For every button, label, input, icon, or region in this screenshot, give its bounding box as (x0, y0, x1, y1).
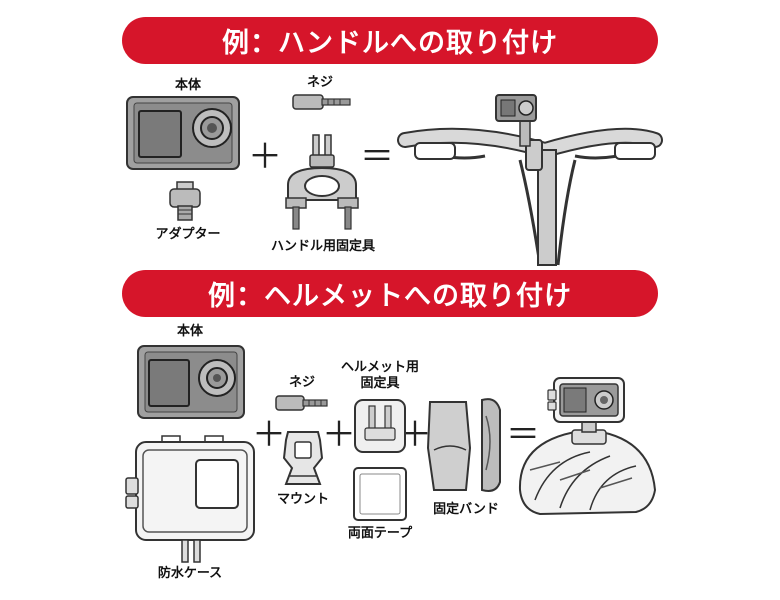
section2-screw-label: ネジ (288, 375, 315, 390)
section1-plus-sign: ＋ (248, 137, 282, 177)
section2-fixing-band-label: 固定バンド (433, 502, 499, 517)
section2-helmet-illustration (518, 377, 657, 516)
section1-equals-sign: ＝ (360, 137, 394, 177)
section1-camera-illustration (126, 96, 240, 170)
section1-screw-illustration (292, 94, 351, 110)
section2-plus-sign-2: ＋ (322, 415, 356, 455)
section1-screw-label: ネジ (306, 75, 333, 90)
section2-mount-label: マウント (276, 492, 329, 507)
section1-adapter-illustration (169, 181, 201, 221)
section2-title: 例：ヘルメットへの取り付け (208, 281, 572, 312)
section2-camera-illustration (137, 345, 245, 419)
section2-helmet-mount-label-line1: ヘルメット用 (340, 360, 419, 375)
section2-fixing-band-illustration (426, 398, 501, 492)
section2-double-tape-illustration (353, 467, 407, 521)
section2-equals-sign: ＝ (506, 415, 540, 455)
section1-handle-mount-label: ハンドル用固定具 (270, 239, 375, 254)
section2-screw-illustration (275, 395, 328, 411)
section2-body-label: 本体 (176, 324, 203, 339)
section2-title-banner: 例：ヘルメットへの取り付け (122, 270, 658, 317)
section1-body-label: 本体 (174, 78, 201, 93)
section2-waterproof-case-illustration (125, 435, 255, 563)
section2-mount-illustration (282, 431, 324, 485)
section2-waterproof-case-label: 防水ケース (157, 566, 223, 581)
section1-handlebar-illustration (397, 94, 663, 266)
section1-title: 例：ハンドルへの取り付け (222, 28, 558, 59)
section1-title-banner: 例：ハンドルへの取り付け (122, 17, 658, 64)
section1-handle-mount-illustration (285, 134, 359, 230)
section1-adapter-label: アダプター (155, 227, 221, 242)
section2-double-tape-label: 両面テープ (347, 526, 413, 541)
section2-plus-sign-1: ＋ (252, 415, 286, 455)
section2-helmet-mount-illustration (354, 399, 406, 453)
section2-helmet-mount-label-line2: 固定具 (360, 376, 400, 391)
